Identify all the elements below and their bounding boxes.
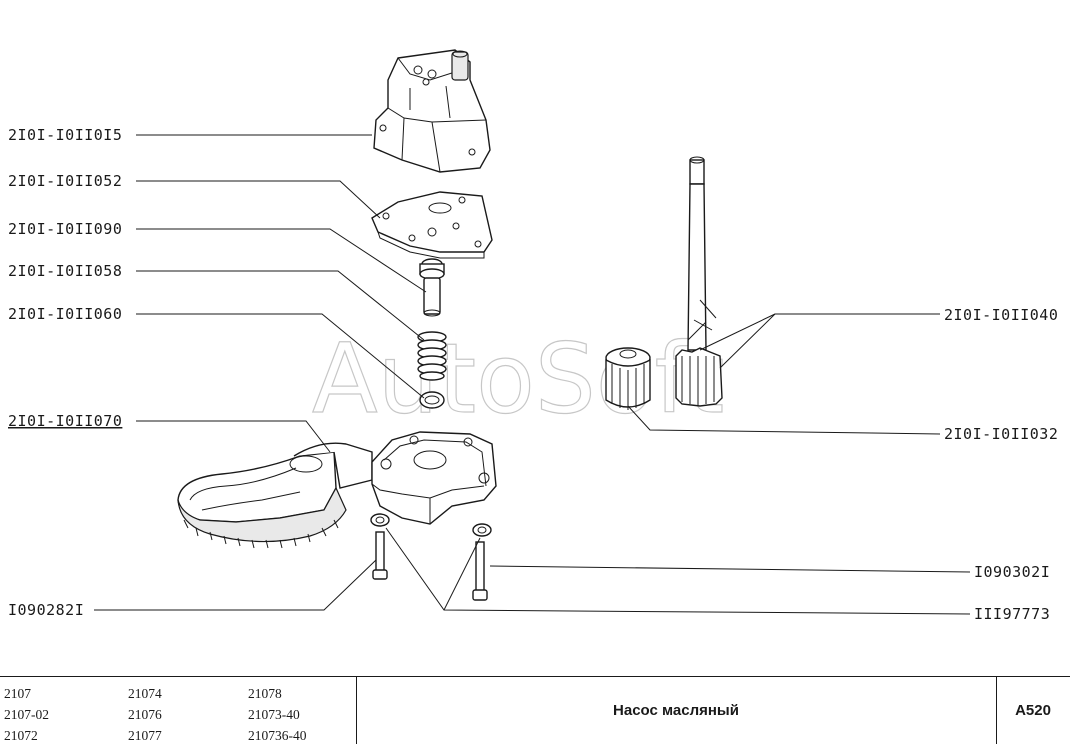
part-label-011040: 2I0I-I0II040 bbox=[944, 306, 1058, 324]
pump-cover-plate-part bbox=[371, 191, 493, 259]
model-item: 21078 bbox=[248, 686, 282, 701]
bolt-right-part bbox=[472, 541, 488, 601]
model-column-1: 2107 2107-02 21072 bbox=[4, 683, 49, 746]
part-label-011052: 2I0I-I0II052 bbox=[8, 172, 122, 190]
spring-washer-parts bbox=[370, 513, 492, 537]
driven-gear-part bbox=[605, 347, 651, 410]
model-item: 2107 bbox=[4, 686, 31, 701]
pump-housing-part bbox=[373, 49, 491, 173]
watermark: AutoSoft bbox=[312, 323, 724, 435]
title-block: 2107 2107-02 21072 21074 21076 21077 210… bbox=[0, 676, 1070, 744]
exploded-parts-diagram: AutoSoft bbox=[8, 49, 1058, 623]
relief-valve-plunger-part bbox=[419, 258, 445, 317]
model-list: 2107 2107-02 21072 21074 21076 21077 210… bbox=[0, 677, 357, 744]
oil-intake-pipe-part bbox=[177, 431, 497, 549]
part-label-011015: 2I0I-I0II0I5 bbox=[8, 126, 122, 144]
part-label-0902821: I090282I bbox=[8, 601, 84, 619]
model-item: 21074 bbox=[128, 686, 162, 701]
relief-valve-spring-part bbox=[417, 331, 447, 381]
model-column-3: 21078 21073-40 210736-40 bbox=[248, 683, 307, 746]
assembly-title: Насос масляный bbox=[356, 677, 997, 744]
part-label-011070: 2I0I-I0II070 bbox=[8, 412, 122, 430]
part-label-1197773: III97773 bbox=[974, 605, 1050, 623]
leader-lines bbox=[94, 134, 971, 615]
model-item: 210736-40 bbox=[248, 728, 307, 743]
model-item: 21076 bbox=[128, 707, 162, 722]
part-label-011058: 2I0I-I0II058 bbox=[8, 262, 122, 280]
model-item: 21072 bbox=[4, 728, 38, 743]
model-item: 2107-02 bbox=[4, 707, 49, 722]
model-column-2: 21074 21076 21077 bbox=[128, 683, 162, 746]
drive-gear-shaft-part bbox=[675, 156, 723, 407]
part-label-011090: 2I0I-I0II090 bbox=[8, 220, 122, 238]
model-item: 21073-40 bbox=[248, 707, 300, 722]
sealing-ring-part bbox=[419, 391, 445, 409]
part-label-011032: 2I0I-I0II032 bbox=[944, 425, 1058, 443]
page-code: A520 bbox=[1015, 702, 1051, 719]
part-label-0903021: I090302I bbox=[974, 563, 1050, 581]
bolt-left-part bbox=[372, 531, 388, 580]
model-item: 21077 bbox=[128, 728, 162, 743]
part-label-011060: 2I0I-I0II060 bbox=[8, 305, 122, 323]
